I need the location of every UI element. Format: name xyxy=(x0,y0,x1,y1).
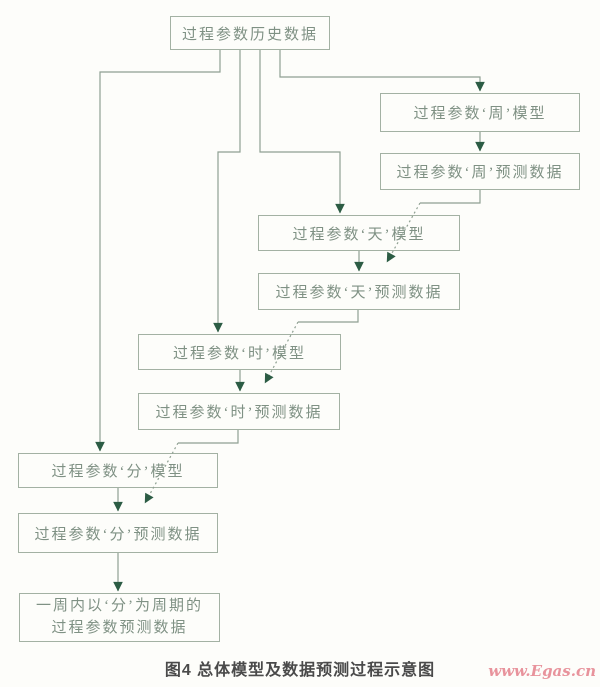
node-week-forecast: 过程参数‘周’预测数据 xyxy=(380,153,580,190)
figure-caption: 图4 总体模型及数据预测过程示意图 xyxy=(164,662,436,679)
node-day-model: 过程参数‘天’模型 xyxy=(258,215,460,251)
final-node-line1: 一周内以‘分’为周期的 xyxy=(36,597,203,614)
node-history-data: 过程参数历史数据 xyxy=(170,16,330,50)
node-week-model: 过程参数‘周’模型 xyxy=(380,93,580,132)
watermark: www.Egas.cn xyxy=(488,662,596,680)
node-weekly-minute-forecast: 一周内以‘分’为周期的 过程参数预测数据 xyxy=(19,593,220,642)
connector-history-to-day-model xyxy=(259,50,345,214)
connector-day-cascade-elbow xyxy=(298,310,359,323)
final-node-line2: 过程参数预测数据 xyxy=(51,619,188,636)
connector-history-to-week-model xyxy=(279,50,485,92)
connector-hour-cascade-elbow xyxy=(178,430,239,444)
node-minute-forecast: 过程参数‘分’预测数据 xyxy=(18,513,218,553)
connector-history-to-minute-model xyxy=(95,50,221,452)
node-hour-forecast: 过程参数‘时’预测数据 xyxy=(138,393,340,430)
connector-week-cascade-elbow xyxy=(420,190,481,204)
connector-history-to-hour-model xyxy=(213,50,241,333)
node-hour-model: 过程参数‘时’模型 xyxy=(138,334,341,370)
node-minute-model: 过程参数‘分’模型 xyxy=(18,453,218,488)
node-day-forecast: 过程参数‘天’预测数据 xyxy=(258,273,460,310)
